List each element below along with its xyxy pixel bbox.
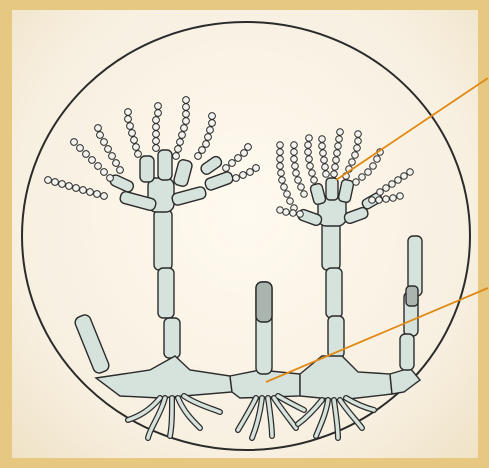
left-spore-chain-4 xyxy=(125,109,142,158)
right-conidiophore xyxy=(297,178,383,358)
left-spore-chain-7 xyxy=(195,113,216,160)
right-spore-chain-10 xyxy=(277,207,304,218)
middle-upright-tip xyxy=(256,282,272,322)
left-phialide-5 xyxy=(199,155,223,177)
right-phialide-3 xyxy=(310,183,327,205)
left-branch-2 xyxy=(171,186,207,206)
left-upright-hypha xyxy=(73,313,110,375)
left-phialide-1 xyxy=(140,156,154,182)
left-stalk-segment-1 xyxy=(154,210,172,270)
right-stalk-segment-1 xyxy=(322,222,340,270)
right-stalk-segment-2 xyxy=(326,268,342,318)
rhizoids xyxy=(128,396,374,438)
left-rhizoid-bundle xyxy=(128,396,220,438)
left-foot-cell xyxy=(96,356,232,398)
left-stalk-segment-2 xyxy=(158,268,174,318)
right-phialide-1 xyxy=(326,178,338,200)
right-spore-chain-5 xyxy=(331,129,344,178)
left-stalk-segment-3 xyxy=(164,318,180,358)
far-right-hypha-dark-band xyxy=(406,286,418,306)
left-spore-chain-6 xyxy=(173,97,190,160)
right-phialide-2 xyxy=(338,179,354,203)
pointer-line-foot-cell xyxy=(266,288,488,382)
far-right-upright-hypha-3 xyxy=(400,334,414,370)
left-phialide-3 xyxy=(173,159,193,188)
left-conidiophore xyxy=(109,150,235,358)
right-spore-chain-4 xyxy=(319,136,330,178)
left-spore-chain-8 xyxy=(223,144,252,172)
left-spore-chain-2 xyxy=(71,139,114,182)
left-spore-chain-9 xyxy=(233,165,260,182)
left-spore-chain-5 xyxy=(153,103,162,152)
right-spore-chain-3 xyxy=(305,135,318,184)
right-spore-chain-6 xyxy=(343,131,362,180)
left-spore-chain-1 xyxy=(45,177,108,200)
far-right-foot-cell xyxy=(390,368,420,394)
right-spore-chain-8 xyxy=(377,169,414,196)
stolon-hypha xyxy=(73,236,422,400)
left-phialide-2 xyxy=(158,150,172,180)
